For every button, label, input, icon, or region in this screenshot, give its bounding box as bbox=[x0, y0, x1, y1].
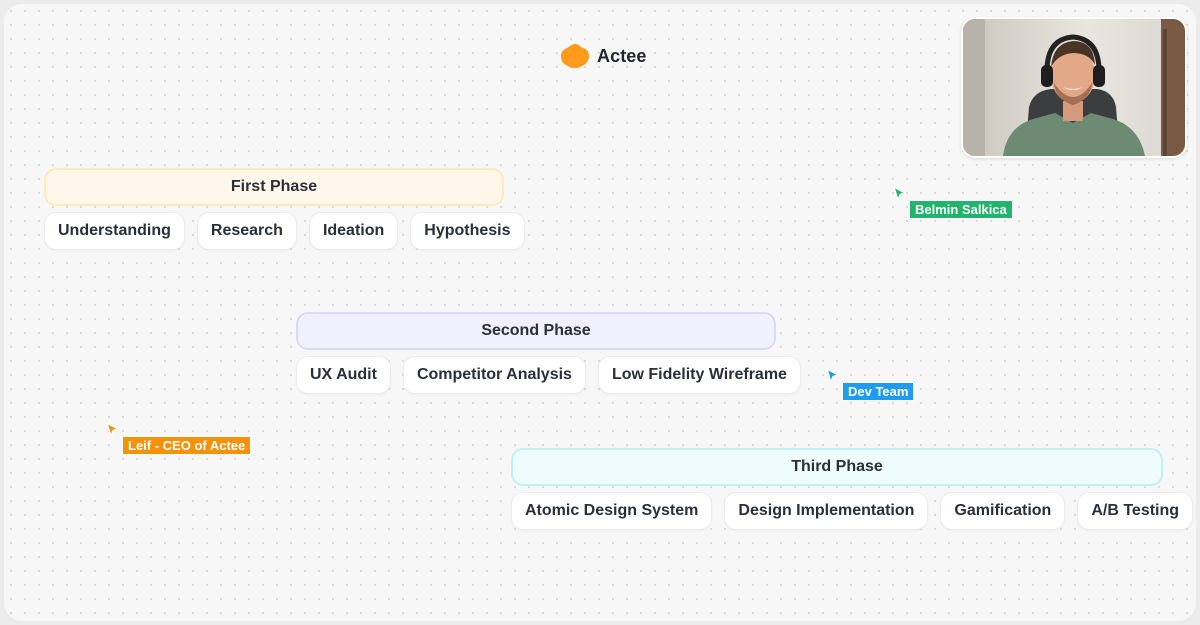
task-card[interactable]: Atomic Design System bbox=[511, 492, 712, 530]
task-card[interactable]: Competitor Analysis bbox=[403, 356, 586, 394]
task-card[interactable]: Hypothesis bbox=[410, 212, 524, 250]
task-card[interactable]: A/B Testing bbox=[1077, 492, 1193, 530]
task-card[interactable]: UX Audit bbox=[296, 356, 391, 394]
phase-items-third: Atomic Design System Design Implementati… bbox=[511, 492, 1193, 530]
task-card[interactable]: Design Implementation bbox=[724, 492, 928, 530]
brand: Actee bbox=[560, 42, 647, 70]
phase-items-first: Understanding Research Ideation Hypothes… bbox=[44, 212, 525, 250]
cursor-label: Leif - CEO of Actee bbox=[122, 436, 251, 455]
cursor-label: Belmin Salkica bbox=[909, 200, 1013, 219]
webcam-participant-video bbox=[963, 19, 1185, 156]
phase-header-third[interactable]: Third Phase bbox=[511, 448, 1163, 486]
whiteboard-canvas[interactable]: Actee Fir bbox=[4, 4, 1196, 621]
pointer-arrow-icon bbox=[826, 368, 840, 384]
phase-title: First Phase bbox=[231, 178, 317, 196]
task-card[interactable]: Low Fidelity Wireframe bbox=[598, 356, 801, 394]
task-card[interactable]: Gamification bbox=[940, 492, 1065, 530]
phase-title: Second Phase bbox=[481, 322, 590, 340]
blob-logo-icon bbox=[560, 42, 590, 70]
phase-header-second[interactable]: Second Phase bbox=[296, 312, 776, 350]
task-card[interactable]: Research bbox=[197, 212, 297, 250]
video-call-tile[interactable] bbox=[961, 17, 1187, 158]
pointer-arrow-icon bbox=[106, 422, 120, 438]
cursor-label: Dev Team bbox=[842, 382, 914, 401]
phase-title: Third Phase bbox=[791, 458, 883, 476]
task-card[interactable]: Ideation bbox=[309, 212, 398, 250]
phase-items-second: UX Audit Competitor Analysis Low Fidelit… bbox=[296, 356, 801, 394]
task-card[interactable]: Understanding bbox=[44, 212, 185, 250]
brand-name: Actee bbox=[597, 46, 647, 67]
pointer-arrow-icon bbox=[893, 186, 907, 202]
phase-header-first[interactable]: First Phase bbox=[44, 168, 504, 206]
